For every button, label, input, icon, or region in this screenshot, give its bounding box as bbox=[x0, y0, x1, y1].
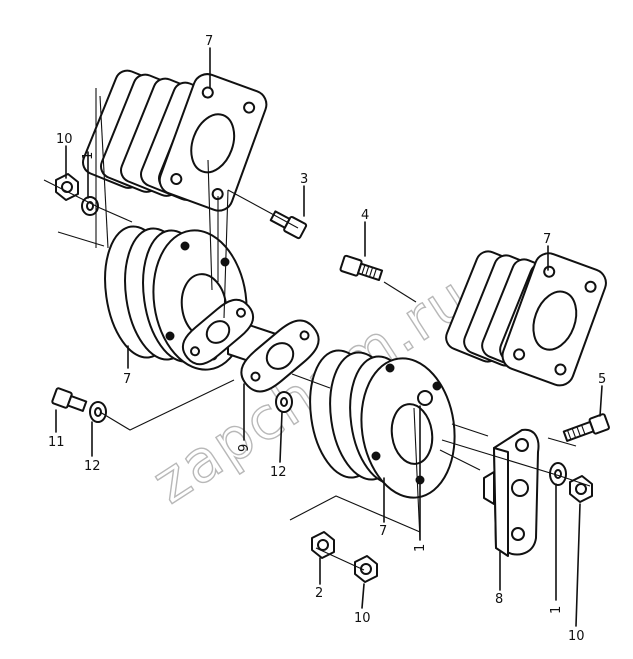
callout-10-top-left: 10 bbox=[56, 132, 73, 147]
callout-7-right: 7 bbox=[543, 232, 551, 247]
bolt-5 bbox=[562, 413, 610, 442]
callout-4: 4 bbox=[361, 208, 369, 223]
callout-3: 3 bbox=[300, 172, 308, 187]
callout-12-center: 12 bbox=[270, 465, 287, 480]
callout-5: 5 bbox=[598, 372, 606, 387]
leader-lines bbox=[55, 47, 603, 627]
nut-2 bbox=[311, 531, 335, 559]
callout-12-left: 12 bbox=[84, 459, 101, 474]
callout-7-top: 7 bbox=[205, 34, 213, 49]
callout-2: 2 bbox=[315, 586, 323, 601]
assembly-lines bbox=[43, 88, 591, 571]
washer-12-center bbox=[275, 391, 293, 413]
callout-1-top-left: 1 bbox=[81, 152, 96, 160]
nut-10-top bbox=[55, 173, 79, 201]
coupling-hub-right bbox=[309, 349, 456, 499]
bolt-11 bbox=[51, 387, 88, 412]
washer-12-left bbox=[89, 401, 107, 423]
gasket-stack-upper-left bbox=[82, 69, 268, 212]
callout-10-bottom: 10 bbox=[354, 611, 371, 626]
callout-1-right-hub: 1 bbox=[413, 544, 428, 552]
nut-10-right bbox=[569, 475, 593, 503]
shaft-with-flanges bbox=[182, 298, 320, 393]
callouts: 7 10 1 3 4 7 7 5 11 12 9 12 7 1 8 1 2 10… bbox=[48, 34, 606, 644]
callout-11: 11 bbox=[48, 435, 65, 450]
clamp-bracket bbox=[483, 428, 540, 557]
callout-7-left-hub: 7 bbox=[123, 372, 131, 387]
callout-8: 8 bbox=[495, 592, 503, 607]
callout-7-right-hub: 7 bbox=[379, 524, 387, 539]
bolt-4 bbox=[339, 254, 384, 282]
nut-10-bottom bbox=[354, 555, 378, 583]
callout-10-right: 10 bbox=[568, 629, 585, 644]
callout-1-right: 1 bbox=[549, 606, 564, 614]
bolt-3 bbox=[269, 210, 308, 240]
gasket-stack-upper-right bbox=[445, 250, 607, 387]
coupling-hub-left bbox=[104, 225, 248, 371]
callout-9: 9 bbox=[237, 444, 252, 452]
